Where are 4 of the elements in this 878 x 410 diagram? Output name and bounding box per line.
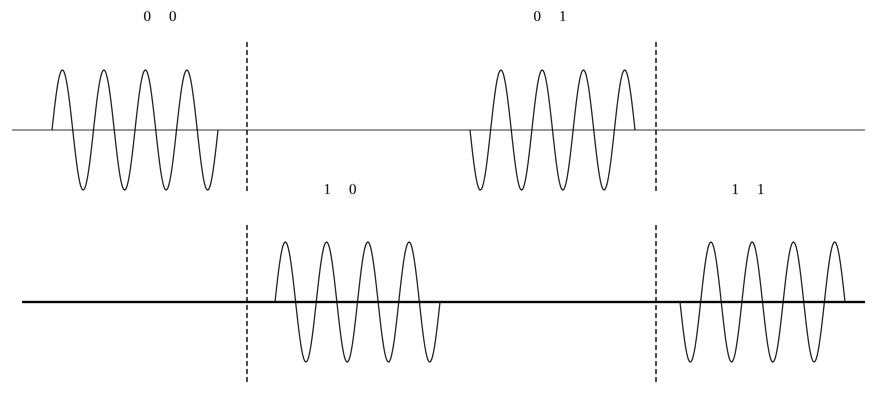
- bit-label: 1 0: [324, 184, 356, 194]
- bit-label: 1 1: [732, 184, 764, 194]
- bit-label: 0 0: [144, 10, 176, 22]
- bit-label: 0 1: [534, 10, 566, 22]
